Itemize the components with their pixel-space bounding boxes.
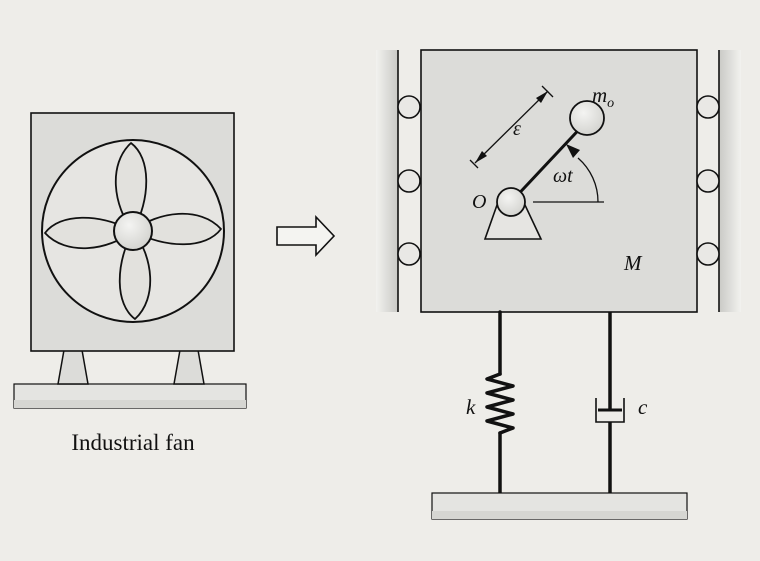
label-damping: c <box>638 395 648 419</box>
unbalanced-mass <box>569 100 605 136</box>
fan-blades <box>44 142 222 320</box>
damper <box>595 312 625 493</box>
roller-right-2 <box>696 169 720 193</box>
fan-caption: Industrial fan <box>71 430 195 455</box>
fan-blade-1 <box>114 142 148 232</box>
label-unbalanced-mass: mo <box>592 83 614 111</box>
pivot-pin <box>496 187 526 217</box>
roller-right-3 <box>696 242 720 266</box>
fan-hub <box>113 211 153 251</box>
fan-ground-shadow <box>14 400 246 408</box>
roller-left-1 <box>397 95 421 119</box>
guide-rollers <box>397 95 720 266</box>
label-pivot: O <box>472 191 486 213</box>
roller-right-1 <box>696 95 720 119</box>
left-guide-wall <box>376 50 399 312</box>
spring <box>485 310 515 495</box>
right-guide-wall <box>718 50 741 312</box>
angle-arc <box>577 157 599 203</box>
angle-arrowhead <box>566 144 580 158</box>
fan-blade-1b <box>132 212 222 246</box>
rotating-arm <box>509 119 589 204</box>
fan-foot-right <box>173 349 205 385</box>
fan-blade-1c <box>118 230 152 320</box>
machine-mass-box <box>420 49 698 313</box>
eccentricity-dimension <box>469 85 554 169</box>
label-machine-mass: M <box>623 251 643 275</box>
base-ground-shadow <box>432 511 687 519</box>
industrial-fan <box>13 112 247 409</box>
roller-left-2 <box>397 169 421 193</box>
label-angle: ωt <box>553 165 573 187</box>
fan-foot-left <box>57 349 89 385</box>
label-eccentricity: ε <box>513 118 521 140</box>
hollow-right-arrow-icon <box>276 214 336 258</box>
roller-left-3 <box>397 242 421 266</box>
fan-blade-1d <box>44 216 134 250</box>
label-spring-constant: k <box>466 395 476 419</box>
